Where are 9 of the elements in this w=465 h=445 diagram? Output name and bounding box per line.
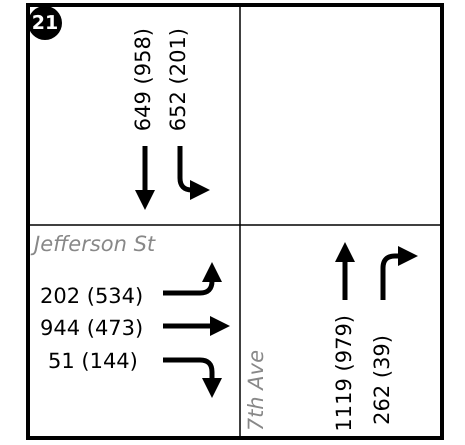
volume-label: 1119 (979) [334,315,355,432]
street-name: 7th Ave [246,350,267,432]
volume-label: 262 (39) [372,335,393,425]
number-badge: 21 [28,6,62,40]
volume-label: 944 (473) [40,318,144,339]
volume-label: 202 (534) [40,286,144,307]
volume-label: 51 (144) [48,351,138,372]
volume-label: 652 (201) [168,28,189,132]
volume-label: 649 (958) [133,28,154,132]
